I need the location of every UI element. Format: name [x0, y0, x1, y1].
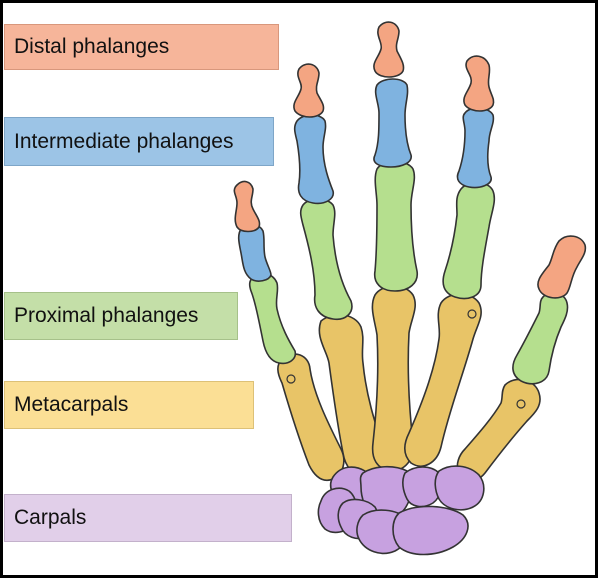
proximal-phalanges [248, 160, 569, 385]
intermediate-phalanx-pinky [237, 223, 272, 282]
intermediate-phalanx-index [456, 107, 495, 189]
carpal-trapezoid [402, 466, 443, 508]
proximal-phalanx-middle [373, 160, 419, 292]
proximal-phalanx-thumb [512, 291, 569, 385]
carpal-trapezium [434, 465, 485, 511]
distal-phalanx-middle [373, 21, 405, 78]
proximal-phalanx-index [442, 181, 496, 300]
distal-phalanx-ring [293, 63, 325, 118]
distal-phalanx-thumb [537, 235, 587, 299]
metacarpal-bones [277, 285, 541, 482]
proximal-phalanx-pinky [248, 272, 297, 365]
label-proximal-phalanges: Proximal phalanges [4, 292, 238, 340]
metacarpal-thumb [456, 378, 541, 482]
distal-phalanx-index [463, 55, 495, 112]
hand-skeleton-illustration [233, 21, 587, 556]
distal-phalanges [233, 21, 587, 299]
distal-phalanx-pinky [233, 180, 261, 233]
intermediate-phalanx-middle [373, 78, 412, 168]
label-metacarpals: Metacarpals [4, 381, 254, 429]
label-carpals: Carpals [4, 494, 292, 542]
label-intermediate-phalanges: Intermediate phalanges [4, 117, 274, 166]
metacarpal-middle [371, 285, 416, 472]
metacarpal-index [403, 293, 482, 467]
label-distal-phalanges: Distal phalanges [4, 24, 279, 70]
carpal-scaphoid [392, 505, 469, 556]
proximal-phalanx-ring [299, 198, 353, 321]
carpal-bones [317, 465, 485, 556]
intermediate-phalanges [237, 78, 495, 282]
intermediate-phalanx-ring [293, 114, 335, 205]
